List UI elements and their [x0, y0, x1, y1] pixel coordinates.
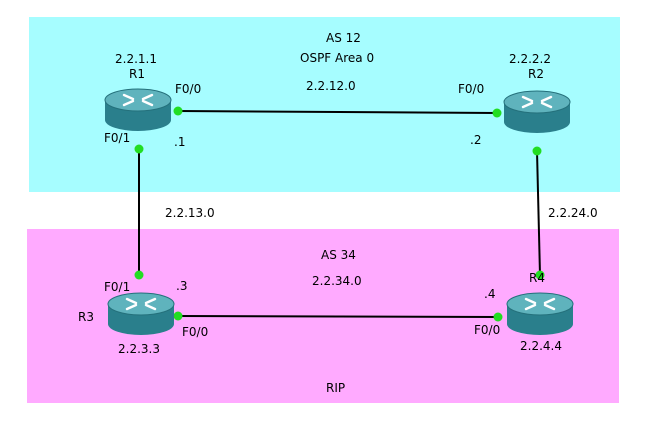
r2-f00-interface: F0/0 [458, 82, 485, 96]
r3-f01-interface: F0/1 [104, 280, 131, 294]
net-r1-r2: 2.2.12.0 [306, 79, 356, 93]
endpoint-r1-f00 [173, 106, 183, 116]
endpoint-r4-f00 [493, 312, 503, 322]
router-r1-icon[interactable] [103, 86, 173, 134]
endpoint-r4-up [535, 270, 545, 280]
endpoint-r1-f01 [134, 144, 144, 154]
as34-protocol-label: RIP [326, 381, 346, 395]
r4-router-id: 2.2.4.4 [520, 339, 562, 353]
as12-title: AS 12 [326, 31, 361, 45]
link-r1-r2 [177, 110, 498, 114]
r1-host-addr: .1 [174, 135, 186, 149]
r4-host-addr: .4 [484, 287, 496, 301]
link-r2-r4 [536, 150, 541, 276]
r1-f01-interface: F0/1 [104, 131, 131, 145]
r3-f00-interface: F0/0 [182, 325, 209, 339]
endpoint-r2-f00 [492, 108, 502, 118]
r2-router-id: 2.2.2.2 [509, 52, 551, 66]
r1-name: R1 [129, 67, 145, 81]
router-r2-icon[interactable] [502, 88, 572, 136]
as34-title: AS 34 [321, 248, 356, 262]
link-r3-r4 [177, 315, 499, 318]
r1-f00-interface: F0/0 [175, 82, 202, 96]
net-r1-r3: 2.2.13.0 [165, 206, 215, 220]
endpoint-r2-down [532, 146, 542, 156]
r1-router-id: 2.2.1.1 [115, 52, 157, 66]
r4-name: R4 [529, 271, 545, 285]
as12-protocol-label: OSPF Area 0 [300, 51, 375, 65]
net-r2-r4: 2.2.24.0 [548, 206, 598, 220]
r3-router-id: 2.2.3.3 [118, 342, 160, 356]
r2-host-addr: .2 [470, 133, 482, 147]
r3-host-addr: .3 [176, 279, 188, 293]
endpoint-r3-f01 [134, 270, 144, 280]
net-r3-r4: 2.2.34.0 [312, 274, 362, 288]
router-r4-icon[interactable] [505, 290, 575, 338]
r3-name: R3 [78, 310, 94, 324]
r2-name: R2 [528, 67, 544, 81]
endpoint-r3-f00 [173, 311, 183, 321]
r4-f00-interface: F0/0 [474, 323, 501, 337]
router-r3-icon[interactable] [106, 290, 176, 338]
